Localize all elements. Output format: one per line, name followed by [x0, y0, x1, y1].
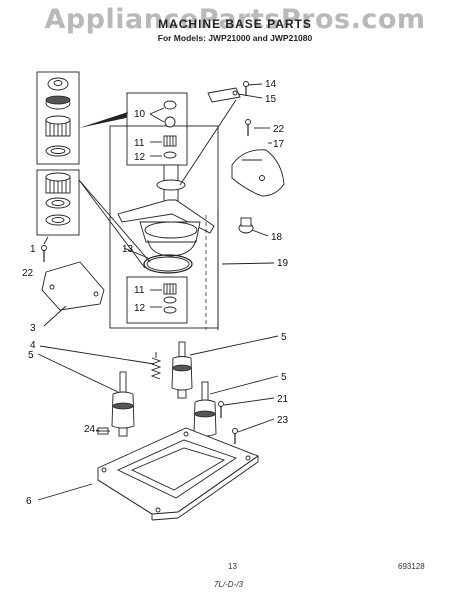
lower-detail-box — [126, 276, 188, 324]
watermark: AppliancePartsPros.com — [44, 4, 426, 35]
screw-part-21 — [218, 401, 224, 418]
diagram-title: MACHINE BASE PARTS — [158, 17, 312, 31]
callout-11-lower: 11 — [134, 285, 145, 296]
lower-parts-box — [36, 169, 80, 236]
callout-11-upper: 11 — [134, 138, 145, 149]
spring-part-4 — [150, 352, 162, 380]
callout-5-right-lower: 5 — [281, 372, 287, 383]
callout-22-upper: 22 — [273, 124, 285, 135]
pointer-arrow-upper — [79, 112, 128, 128]
upper-detail-box — [126, 92, 188, 166]
plate-part-3 — [41, 261, 105, 311]
callout-10: 10 — [134, 109, 146, 120]
diagram-subtitle: For Models: JWP21000 and JWP21080 — [157, 33, 313, 43]
leader-lines — [37, 83, 279, 501]
clip-part-24 — [96, 427, 110, 435]
part-code: 693128 — [398, 562, 425, 571]
callout-6: 6 — [26, 496, 32, 507]
callout-13: 13 — [122, 244, 134, 255]
leveling-leg-left — [111, 371, 135, 437]
callout-4: 4 — [30, 340, 36, 351]
screw-part-14 — [243, 81, 249, 96]
screw-part-22-left — [41, 245, 47, 262]
callout-3: 3 — [30, 323, 36, 334]
callout-15: 15 — [265, 94, 277, 105]
callout-12-lower: 12 — [134, 303, 146, 314]
screw-part-22-upper — [245, 119, 251, 136]
callout-17: 17 — [273, 139, 285, 150]
callout-1: 1 — [30, 244, 36, 255]
callout-23: 23 — [277, 415, 289, 426]
leveling-leg-center — [171, 341, 193, 399]
grommet-part-18 — [238, 217, 254, 234]
machine-base-frame — [97, 427, 259, 521]
cap-part — [164, 116, 176, 128]
callout-5-left: 5 — [28, 350, 34, 361]
screw-part-23 — [232, 428, 238, 444]
callout-22-left: 22 — [22, 268, 34, 279]
callout-5-right-upper: 5 — [281, 332, 287, 343]
callout-24: 24 — [84, 424, 96, 435]
cover-part-17 — [231, 149, 285, 197]
callout-19: 19 — [277, 258, 289, 269]
callout-21: 21 — [277, 394, 289, 405]
o-ring-seal — [143, 254, 193, 274]
handwritten-note: 7L/-D-/3 — [214, 580, 243, 589]
drive-hub-spider — [117, 199, 215, 234]
callout-12-upper: 12 — [134, 152, 146, 163]
bracket-part-15 — [179, 87, 241, 186]
pointer-line-lower — [78, 179, 151, 263]
washer-part-12 — [163, 151, 177, 159]
page-number: 13 — [228, 562, 237, 571]
callout-18: 18 — [271, 232, 283, 243]
callout-14: 14 — [265, 79, 277, 90]
upper-parts-box — [36, 71, 80, 165]
left-parts-stack — [36, 71, 80, 236]
